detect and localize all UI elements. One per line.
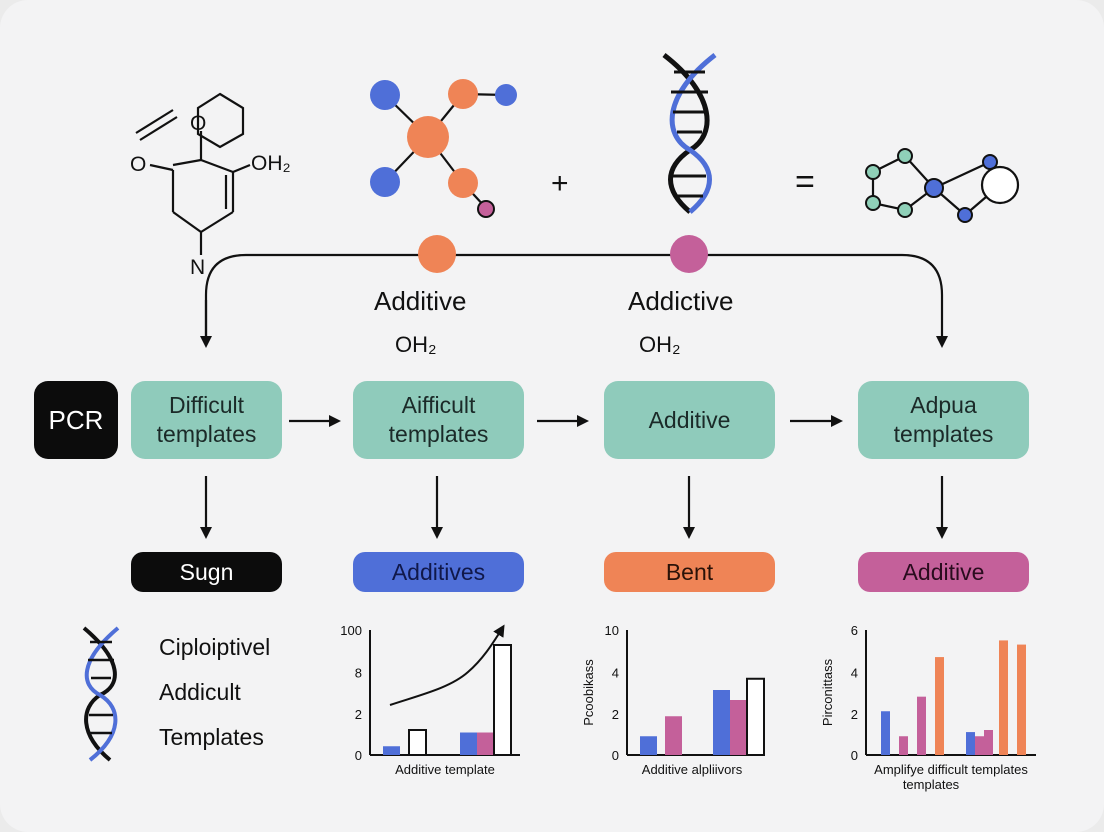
bar	[493, 644, 512, 756]
step-box-3: Additive	[604, 381, 775, 459]
bar	[477, 732, 494, 755]
bar	[460, 732, 477, 755]
y-tick-label: 10	[605, 623, 619, 638]
bar	[665, 716, 682, 755]
pill-additive: Additive	[858, 552, 1029, 592]
additive-label-2-title: Addictive	[628, 286, 734, 316]
additive-label-2-sub: OH₂	[639, 332, 681, 357]
bar	[1017, 644, 1026, 755]
bar	[713, 690, 730, 755]
y-tick-label: 2	[851, 707, 858, 722]
y-tick-label: 0	[851, 748, 858, 763]
x-axis-label: Additive alpliivors	[642, 762, 743, 777]
graph-node	[865, 164, 881, 180]
graph-node	[897, 202, 913, 218]
pill-additives: Additives	[353, 552, 524, 592]
step-2-line2: templates	[388, 421, 489, 447]
atom-ball	[495, 84, 517, 106]
network-graph-icon	[865, 148, 1020, 223]
step-box-1: Difficult templates	[131, 381, 282, 459]
x-axis-label-line2: templates	[903, 777, 960, 792]
additive-label-1-title: Additive	[374, 286, 467, 316]
distribution-bracket	[200, 253, 948, 348]
step-2-line1: Aifficult	[401, 392, 476, 418]
atom-oh2: OH₂	[251, 152, 291, 175]
step-4-line2: templates	[893, 421, 994, 447]
y-tick-label: 8	[355, 666, 362, 681]
atom-ball-center	[407, 116, 449, 158]
step-1-line1: Difficult	[169, 392, 244, 418]
bar	[408, 729, 427, 756]
bar	[917, 696, 926, 755]
y-tick-label: 0	[612, 748, 619, 763]
y-tick-label: 6	[851, 623, 858, 638]
atom-ball	[477, 200, 495, 218]
atom-ball	[370, 80, 400, 110]
graph-node	[957, 207, 973, 223]
graph-node	[924, 178, 944, 198]
bar	[730, 700, 747, 755]
step-box-2: Aifficult templates	[353, 381, 524, 459]
bar	[984, 730, 993, 755]
trend-line	[389, 624, 505, 706]
atom-o-left: O	[130, 153, 146, 176]
y-tick-label: 0	[355, 748, 362, 763]
ball-and-stick-molecule	[370, 79, 517, 218]
bar	[746, 677, 765, 756]
x-axis-label: Additive template	[395, 762, 495, 777]
pill-bent: Bent	[604, 552, 775, 592]
y-tick-label: 2	[355, 707, 362, 722]
bar	[899, 736, 908, 755]
pcr-label: PCR	[48, 404, 104, 435]
bar	[640, 736, 657, 755]
y-axis-label: Pirconittass	[820, 658, 835, 726]
graph-node-large	[980, 165, 1020, 205]
step-1-line2: templates	[156, 421, 257, 447]
y-axis-label: Pcoobikass	[581, 659, 596, 726]
bar	[935, 657, 944, 755]
y-tick-label: 4	[851, 666, 858, 681]
additive-label-1-sub: OH₂	[395, 332, 437, 357]
y-tick-label: 4	[612, 666, 619, 681]
step-4-line1: Adpua	[910, 392, 977, 418]
atom-ball	[448, 79, 478, 109]
dna-helix-icon	[662, 53, 717, 214]
pill-sugn: Sugn	[131, 552, 282, 592]
plus-sign: +	[551, 167, 569, 200]
pcr-box: PCR	[34, 381, 118, 459]
legend-line-2: Addicult	[159, 679, 241, 705]
bar	[881, 711, 890, 755]
step-box-4: Adpua templates	[858, 381, 1029, 459]
graph-node	[897, 148, 913, 164]
atom-ball	[448, 168, 478, 198]
y-tick-label: 100	[340, 623, 362, 638]
step-3-line1: Additive	[648, 406, 731, 433]
legend-line-1: Ciploiptivel	[159, 634, 271, 660]
atom-ball	[370, 167, 400, 197]
bar	[999, 640, 1008, 755]
equals-sign: =	[795, 163, 815, 201]
flow-arrows	[200, 415, 948, 539]
y-tick-label: 2	[612, 707, 619, 722]
bar	[966, 732, 975, 755]
bar	[975, 736, 984, 755]
additive-ball-magenta	[670, 235, 708, 273]
additive-ball-orange	[418, 235, 456, 273]
dna-helix-small-icon	[82, 626, 120, 762]
bar	[383, 746, 400, 755]
legend-line-3: Templates	[159, 724, 264, 750]
atom-n: N	[190, 256, 205, 279]
graph-node	[865, 195, 881, 211]
chemical-structure	[135, 92, 251, 255]
x-axis-label: Amplifye difficult templates	[874, 762, 1028, 777]
atom-o-top: O	[190, 112, 206, 135]
